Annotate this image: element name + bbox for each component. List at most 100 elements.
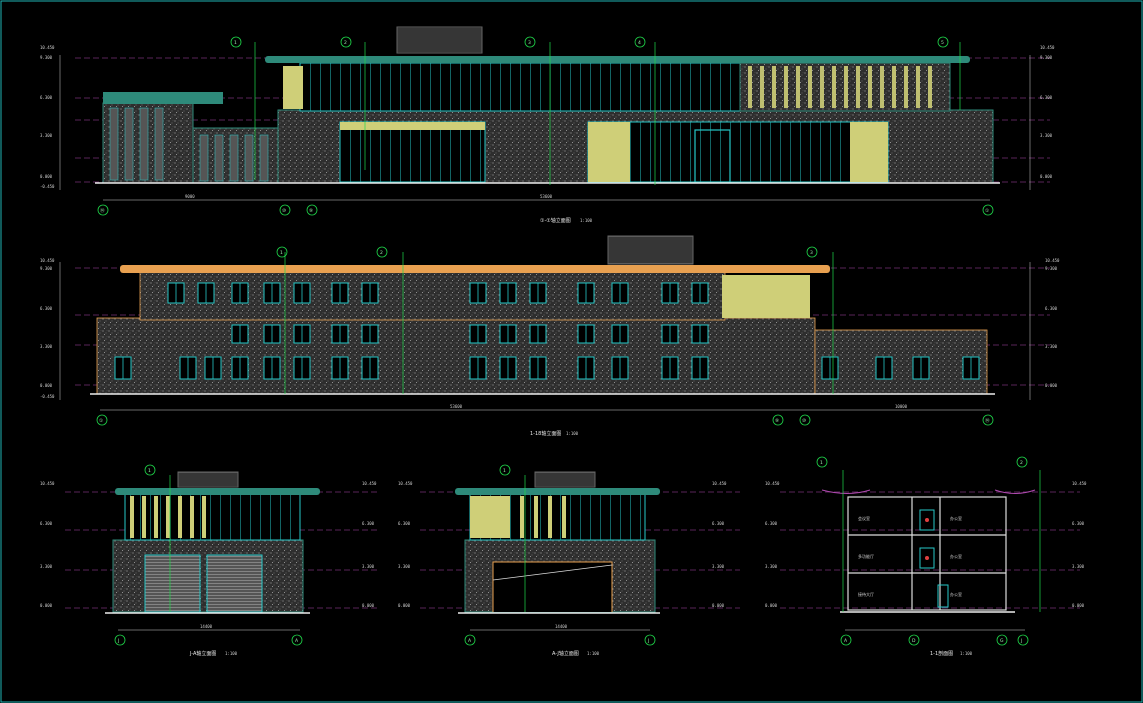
tag-label: 3 — [810, 250, 813, 256]
axis-label: J — [117, 638, 119, 644]
level-label: 0.000 — [362, 603, 375, 608]
dim-elev1-overall: 53600 — [540, 194, 553, 199]
elev2-rooftop-equipment — [607, 235, 694, 265]
tag-label: 1 — [148, 468, 151, 474]
level-label: 6.300 — [1045, 306, 1058, 311]
tag-label: 2 — [344, 40, 347, 46]
level-label: 0.000 — [1072, 603, 1085, 608]
scale-elev2: 1:100 — [566, 431, 579, 436]
level-label: 0.000 — [1045, 383, 1058, 388]
main-door — [694, 129, 731, 183]
level-label: -0.450 — [40, 394, 55, 399]
garage-door-left — [144, 554, 201, 613]
axis-label: A — [468, 638, 472, 644]
level-label: 3.300 — [765, 564, 778, 569]
axis-label: ① — [985, 208, 989, 214]
main-roof-slab — [265, 56, 970, 63]
axis-label: A — [295, 638, 299, 644]
level-label: 3.300 — [40, 133, 53, 138]
level-label: 10.450 — [765, 481, 780, 486]
level-label: 10.450 — [398, 481, 413, 486]
level-label: 0.000 — [765, 603, 778, 608]
entrance-glass-right — [587, 121, 889, 183]
level-label: 10.450 — [40, 45, 55, 50]
level-label: 10.450 — [1040, 45, 1055, 50]
entrance-glass-left — [339, 121, 486, 183]
elev2-roof — [120, 265, 830, 273]
axis-label: ⑨ — [309, 208, 313, 214]
dim-elev1-left: 9000 — [185, 194, 195, 199]
level-label: 6.300 — [1072, 521, 1085, 526]
axis-label: G — [1000, 638, 1004, 644]
axis-label: J — [647, 638, 649, 644]
axis-label: ① — [99, 418, 103, 424]
level-label: 10.450 — [40, 258, 55, 263]
level-label: 0.000 — [1040, 174, 1053, 179]
axis-label: D — [912, 638, 916, 644]
dim-elev2-right: 10000 — [895, 404, 908, 409]
level-label: 6.300 — [398, 521, 411, 526]
tag-label: 2 — [1020, 460, 1023, 466]
tag-label: 2 — [380, 250, 383, 256]
room-label: 接待大厅 — [858, 591, 874, 597]
level-label: 10.450 — [362, 481, 377, 486]
upper-curtain-wall — [299, 62, 741, 112]
level-label: 0.000 — [40, 603, 53, 608]
rooftop-equipment — [396, 26, 483, 54]
axis-label: ⑨ — [775, 418, 779, 424]
level-label: 3.300 — [40, 344, 53, 349]
scale-elev4: 1:100 — [587, 651, 600, 656]
level-label: 0.000 — [398, 603, 411, 608]
level-label: -0.450 — [40, 184, 55, 189]
dim-elev3-overall: 14400 — [200, 624, 213, 629]
level-label: 9.300 — [40, 266, 53, 271]
elev2-annex — [814, 329, 988, 395]
caption-section: 1-1剖面图 — [930, 650, 953, 657]
elev4-opening — [492, 561, 613, 612]
tag-label: 1 — [234, 40, 237, 46]
room-label: 办公室 — [950, 553, 962, 559]
scale-section: 1:100 — [960, 651, 973, 656]
leaders — [284, 252, 834, 394]
axis-label: ⑭ — [100, 207, 105, 214]
level-label: 0.000 — [40, 174, 53, 179]
axis-label: ⑩ — [282, 208, 286, 214]
room-label: 办公室 — [950, 591, 962, 597]
level-label: 6.300 — [765, 521, 778, 526]
level-label: 6.300 — [40, 521, 53, 526]
room-label: 会议室 — [858, 515, 870, 521]
axis-label: J — [1020, 638, 1022, 644]
level-label: 6.300 — [362, 521, 375, 526]
elevation-4 — [420, 471, 740, 631]
entrance-beige-right — [850, 122, 888, 182]
caption-elev4: A-J轴立面图 — [552, 650, 579, 657]
axis-label: ⑭ — [985, 417, 990, 424]
scale-elev3: 1:100 — [225, 651, 238, 656]
level-label: 10.450 — [1045, 258, 1060, 263]
level-label: 3.300 — [712, 564, 725, 569]
level-label: 9.300 — [40, 55, 53, 60]
entrance-beige-left — [588, 122, 630, 182]
tag-label: 1 — [280, 250, 283, 256]
level-label: 3.300 — [1045, 344, 1058, 349]
level-label: 3.300 — [1072, 564, 1085, 569]
level-label: 3.300 — [398, 564, 411, 569]
level-label: 3.300 — [362, 564, 375, 569]
elev3-upper — [124, 493, 301, 541]
leaders — [254, 42, 961, 185]
text-layer: ①-①轴立面图 1:100 1-18轴立面图 1:100 J-A轴立面图 1:1… — [40, 45, 1087, 657]
entrance-canopy — [340, 122, 485, 130]
level-label: 0.000 — [712, 603, 725, 608]
tag-label: 1 — [503, 468, 506, 474]
dim-elev4-overall: 14400 — [555, 624, 568, 629]
level-label: 3.300 — [40, 564, 53, 569]
tag-label: 1 — [820, 460, 823, 466]
elevation-3 — [65, 471, 380, 631]
level-label: 10.450 — [40, 481, 55, 486]
elev2-beige-block — [722, 275, 810, 318]
level-label: 0.000 — [40, 383, 53, 388]
axis-label: ⑩ — [802, 418, 806, 424]
axis-label: A — [844, 638, 848, 644]
